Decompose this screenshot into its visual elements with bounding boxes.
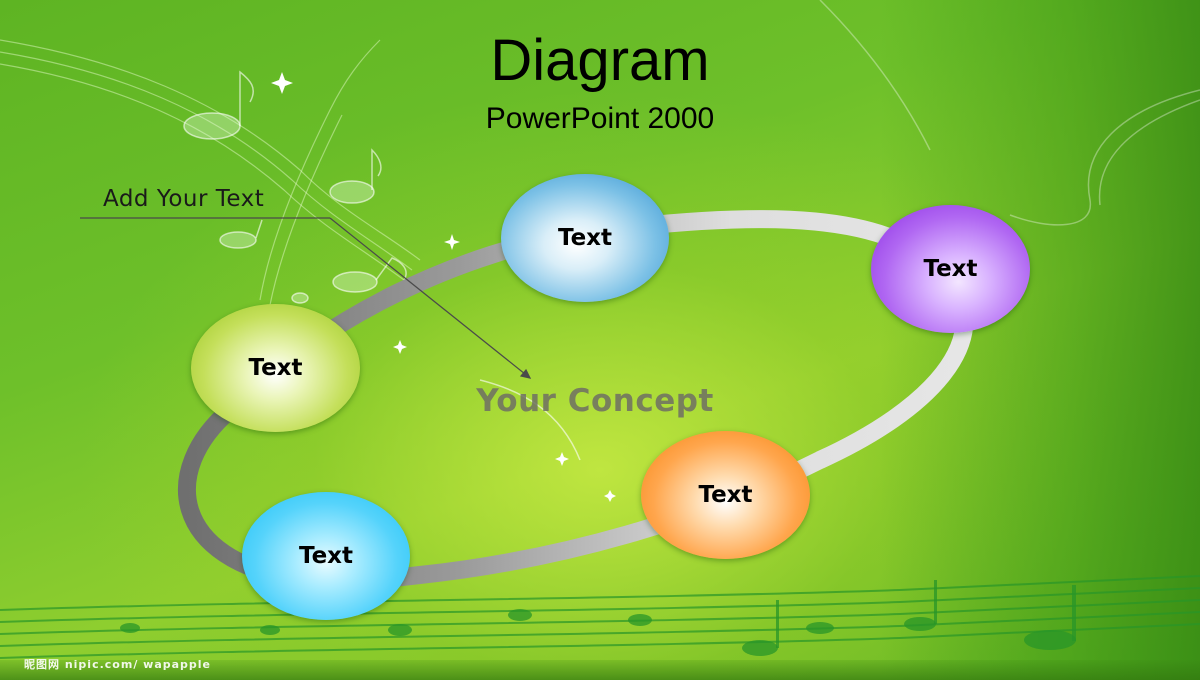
node-label: Text — [923, 256, 978, 282]
watermark: 昵图网 nipic.com/ wapapple — [24, 658, 212, 671]
slide-title: Diagram — [490, 28, 710, 93]
center-concept-label: Your Concept — [476, 383, 714, 419]
callout-text: Add Your Text — [103, 186, 265, 212]
callout-arrow — [80, 217, 532, 379]
music-notes-decoration — [183, 70, 581, 461]
node-label: Text — [248, 355, 303, 381]
slide-subtitle: PowerPoint 2000 — [485, 102, 715, 135]
node-label: Text — [298, 543, 354, 569]
node-lime: Text — [191, 304, 360, 432]
bottom-notes-decoration — [120, 580, 1076, 656]
node-label: Text — [698, 482, 753, 508]
bottom-staff-decoration — [0, 575, 1200, 659]
node-cyan: Text — [242, 492, 410, 620]
node-purple: Text — [871, 205, 1030, 333]
bottom-border — [0, 660, 1200, 680]
sparkle-icon — [271, 72, 616, 502]
music-staff-decoration — [0, 39, 421, 306]
node-label: Text — [557, 225, 613, 251]
node-orange: Text — [641, 431, 810, 559]
background-panel — [880, 0, 1200, 680]
node-blue: Text — [501, 174, 669, 302]
light-swirl-decoration — [819, 0, 1200, 226]
